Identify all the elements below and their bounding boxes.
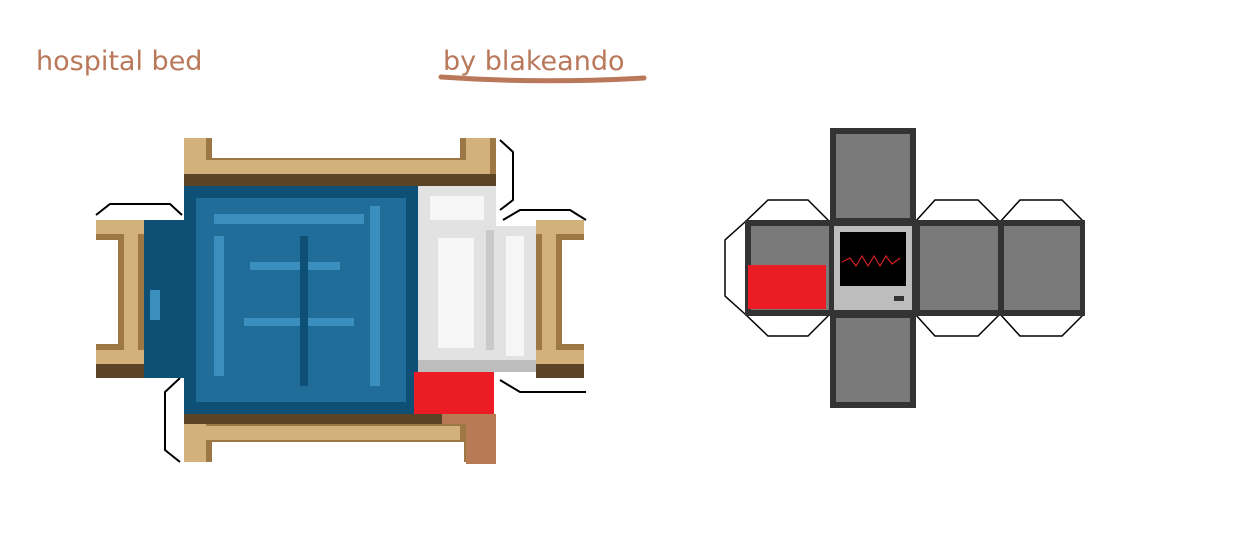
bed-blanket: [144, 186, 418, 414]
bed-foot-tab-leg: [466, 414, 496, 464]
bed-top-panel: [184, 138, 496, 186]
author-underline: [438, 74, 647, 84]
papercraft-title: hospital bed: [36, 46, 203, 77]
monitor-red-marker: [748, 265, 826, 309]
bed-pillow: [418, 186, 536, 372]
bed-red-marker: [414, 372, 494, 414]
heartbeat-line: [841, 254, 901, 268]
bed-glue-tabs: [95, 139, 587, 463]
bed-bottom-panel: [184, 414, 496, 462]
author-credit: by blakeando: [443, 46, 625, 77]
monitor-template: [724, 128, 1085, 408]
bed-left-panel: [96, 220, 144, 378]
monitor-glue-tabs: [724, 199, 1085, 337]
bed-template: [95, 138, 587, 464]
monitor-screen-face: [834, 226, 912, 310]
bed-right-panel: [536, 220, 584, 378]
